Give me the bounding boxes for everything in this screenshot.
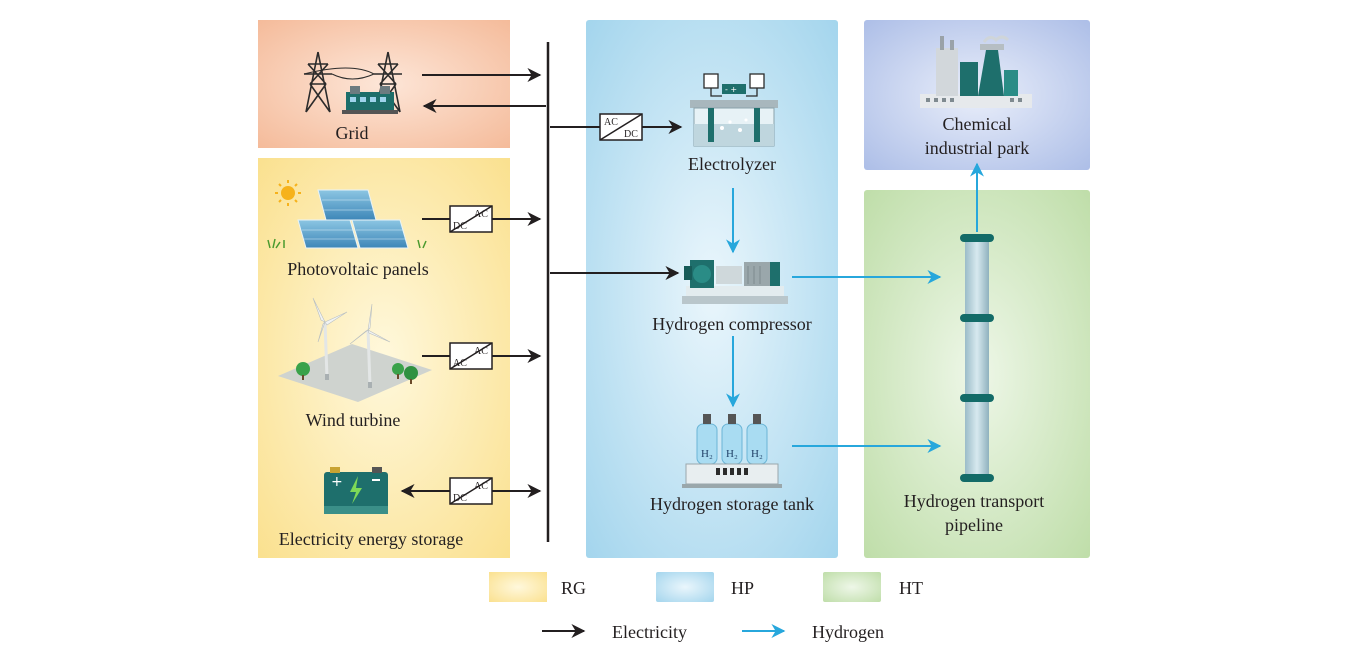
dc-ac-converter-pv [449, 205, 493, 233]
pipeline-label-line1: Hydrogen transport [903, 491, 1045, 511]
park-label-line1: Chemical [942, 114, 1012, 134]
ac-dc-converter-electrolyzer [599, 113, 643, 141]
tree-icon [296, 362, 418, 384]
legend-ht-label: HT [899, 578, 923, 598]
tank-label: Hydrogen storage tank [650, 494, 814, 514]
storage-label: Electricity energy storage [278, 529, 464, 549]
ac-ac-converter-wind [449, 342, 493, 370]
substation-icon [342, 86, 398, 114]
legend-electricity-label: Electricity [612, 622, 687, 642]
tank-label-3: H₂ [751, 448, 763, 460]
tank-label-2: H₂ [726, 448, 738, 460]
converter-storage-top: AC [474, 481, 488, 492]
pipeline-icon [960, 234, 994, 482]
battery-icon: + [324, 467, 388, 514]
pipeline-label-line2: pipeline [945, 515, 1003, 535]
dc-ac-converter-storage [449, 477, 493, 505]
grid-label: Grid [335, 123, 369, 143]
pv-label: Photovoltaic panels [287, 259, 429, 279]
compressor-icon [682, 260, 788, 304]
wind-label: Wind turbine [305, 410, 401, 430]
legend-hydrogen-label: Hydrogen [812, 622, 884, 642]
wind-turbine-icon [278, 297, 432, 402]
legend-ht-swatch [823, 572, 881, 602]
legend-hp-swatch [656, 572, 714, 602]
compressor-label: Hydrogen compressor [652, 314, 812, 334]
hydrogen-tank-icon [682, 414, 782, 488]
converter-wind-bottom: AC [453, 358, 467, 369]
legend-hp-label: HP [731, 578, 755, 598]
converter-storage-bottom: DC [453, 493, 467, 504]
factory-icon [920, 35, 1032, 108]
svg-text:+: + [331, 474, 343, 490]
converter-electrolyzer-top: AC [604, 117, 618, 128]
converter-electrolyzer-bottom: DC [624, 129, 638, 140]
electrolyzer-label: Electrolyzer [688, 154, 776, 174]
svg-text:- +: - + [725, 85, 737, 94]
converter-pv-bottom: DC [453, 221, 467, 232]
converter-wind-top: AC [474, 346, 488, 357]
legend-rg-label: RG [561, 578, 587, 598]
park-label-line2: industrial park [924, 138, 1030, 158]
tank-label-1: H₂ [701, 448, 713, 460]
electrolyzer-icon: - + [690, 73, 778, 147]
sun-icon [275, 180, 301, 206]
converter-pv-top: AC [474, 209, 488, 220]
legend-rg-swatch [489, 572, 547, 602]
solar-panel-icon [267, 189, 427, 249]
